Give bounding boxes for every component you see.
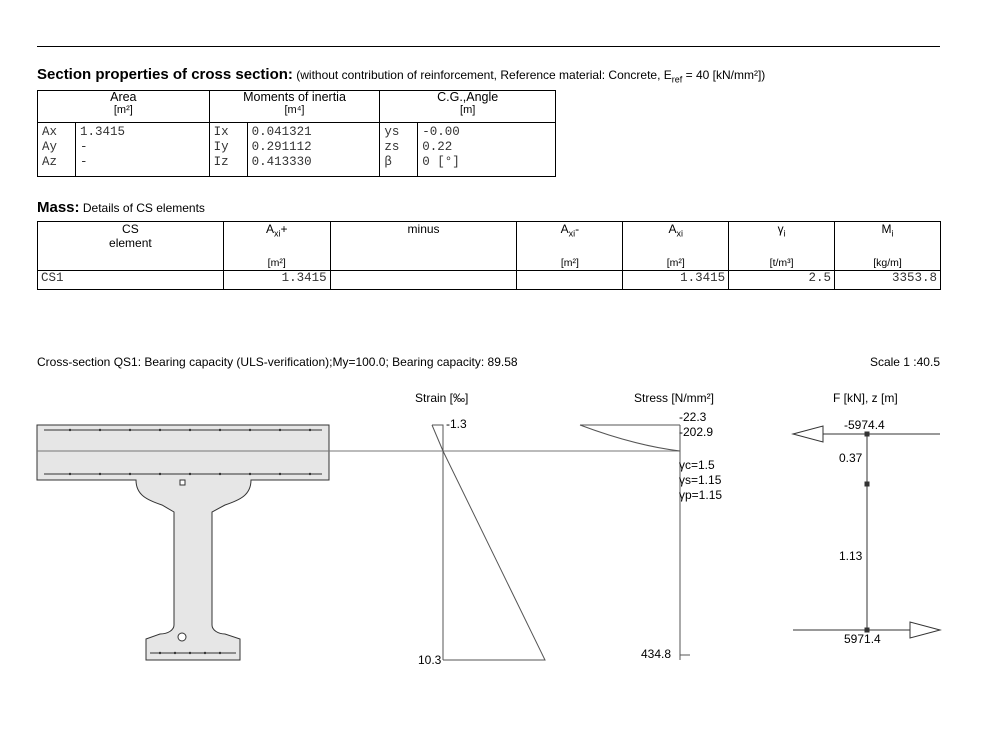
axi-cell: 1.3415 [622,270,730,290]
stress-value-1: -22.3 [679,410,707,424]
rebar-dots [68,428,312,655]
cg-angle-header: C.G.,Angle[m] [379,90,556,123]
strain-diagram [431,424,546,661]
axi-plus-cell: 1.3415 [222,270,331,290]
strain-label: Strain [‰] [415,391,468,405]
gamma-header: γi[t/m³] [728,221,836,271]
inertia-header: Moments of inertia[m⁴] [208,90,381,123]
mass-header: Mi[kg/m] [834,221,941,271]
area-header: Area[m²] [37,90,210,123]
stress-value-2: -202.9 [679,425,713,439]
scale-label: Scale 1 :40.5 [869,355,940,369]
lever-arm-1: 0.37 [839,451,863,465]
force-label: F [kN], z [m] [833,391,898,405]
axi-plus-header: Axi+[m²] [222,221,331,271]
minus-header: minus [329,221,518,271]
cs-cell: CS1 [37,270,224,290]
force-top-value: -5974.4 [844,418,885,432]
strain-top-value: -1.3 [446,417,467,431]
stress-bottom-value: 434.8 [641,647,671,661]
strain-bottom-value: 10.3 [418,653,442,667]
lever-arm-2: 1.13 [839,549,863,563]
section-properties-heading: Section properties of cross section: (wi… [37,66,766,85]
force-diagram [791,425,942,639]
stress-diagram [579,424,690,660]
gamma-c-label: γc=1.5 [679,458,715,472]
axi-header: Axi[m²] [622,221,730,271]
table-row: CS1 1.3415 1.3415 2.5 3353.8 [37,270,941,290]
mass-cell: 3353.8 [834,270,941,290]
mass-heading: Mass: Details of CS elements [37,199,205,216]
figure-caption: Cross-section QS1: Bearing capacity (ULS… [37,355,518,369]
stress-label: Stress [N/mm²] [634,391,714,405]
gamma-cell: 2.5 [728,270,836,290]
gamma-p-label: γp=1.15 [679,488,722,502]
force-bottom-value: 5971.4 [844,632,881,646]
cross-section-drawing [36,424,330,661]
section-properties-table: Area[m²] Moments of inertia[m⁴] C.G.,Ang… [37,90,556,177]
top-rule [37,46,940,47]
gamma-s-label: γs=1.15 [679,473,722,487]
